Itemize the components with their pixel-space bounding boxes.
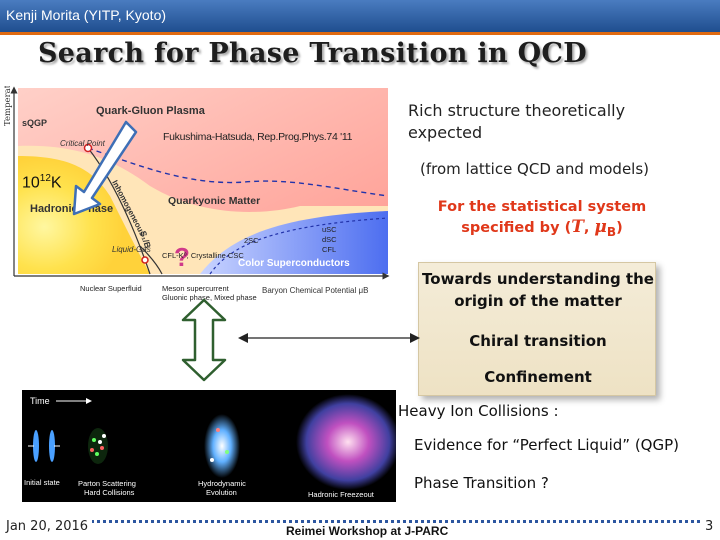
heavy-ion-text: Heavy Ion Collisions : <box>398 402 559 420</box>
origin-box: Towards understanding the origin of the … <box>418 262 656 396</box>
temperature-label: 1012K <box>22 173 62 192</box>
stage-parton-a: Parton Scattering <box>78 479 136 488</box>
color-sc-label: Color Superconductors <box>238 258 350 269</box>
connector-arrow-icon <box>236 328 422 348</box>
footer-divider <box>6 520 712 523</box>
qgp-label: Quark-Gluon Plasma <box>96 105 206 117</box>
stage-freezeout: Hadronic Freezeout <box>308 490 375 499</box>
stage-initial: Initial state <box>24 478 60 487</box>
critical-label: Critical Point <box>60 139 106 148</box>
box-line-chiral: Chiral transition <box>419 331 657 352</box>
hydro-evolution-graphic <box>204 414 240 478</box>
header-author: Kenji Morita (YITP, Kyoto) <box>6 7 166 23</box>
2sc-label: 2SC <box>244 236 259 245</box>
x-axis-label: Baryon Chemical Potential μB <box>262 286 368 295</box>
cfl-label: CFL <box>322 245 336 254</box>
box-line-2: origin of the matter <box>419 291 657 312</box>
footer-date: Jan 20, 2016 <box>6 519 92 534</box>
dsc-label: dSC <box>322 235 337 244</box>
stage-hydro-a: Hydrodynamic <box>198 479 246 488</box>
meson-label: Meson supercurrent <box>162 284 230 293</box>
statistical-system-text: For the statistical system specified by … <box>412 197 672 242</box>
usc-label: uSC <box>322 225 337 234</box>
liquid-gas-label: Liquid-Gas <box>112 245 151 254</box>
freezeout-graphic <box>296 394 396 490</box>
double-arrow-icon <box>181 298 227 382</box>
perfect-liquid-text: Evidence for “Perfect Liquid” (QGP) <box>414 436 679 454</box>
page-number: 3 <box>703 519 713 534</box>
header-divider <box>0 32 720 35</box>
phase-transition-question: Phase Transition ? <box>414 474 549 492</box>
qcd-phase-diagram: Temperature T Baryon Chemical Potential … <box>0 86 392 302</box>
stage-hydro-b: Evolution <box>206 488 237 497</box>
stage-parton-b: Hard Collisions <box>84 488 135 497</box>
cfl-line-label: CFL-K⁰, Crystalline CSC <box>162 251 244 260</box>
parton-scattering-graphic <box>88 428 108 464</box>
rich-structure-text: Rich structure theoretically expected <box>408 100 648 144</box>
time-label: Time <box>30 396 50 406</box>
nuclear-label: Nuclear Superfluid <box>80 284 142 293</box>
lattice-text: (from lattice QCD and models) <box>420 160 649 178</box>
liquid-gas-marker <box>142 257 148 263</box>
header-bar: Kenji Morita (YITP, Kyoto) <box>0 0 720 32</box>
box-line-1: Towards understanding the <box>419 269 657 290</box>
box-line-confinement: Confinement <box>419 367 657 388</box>
reference-citation: Fukushima-Hatsuda, Rep.Prog.Phys.74 '11 <box>163 131 352 143</box>
sqgp-label: sQGP <box>22 118 47 128</box>
quarkyonic-label: Quarkyonic Matter <box>168 195 260 207</box>
collision-evolution-image: Time Initial state Parton Scattering Har… <box>22 390 396 502</box>
y-axis-label: Temperature T <box>3 86 13 126</box>
footer-event: Reimei Workshop at J-PARC <box>282 524 452 538</box>
slide-title: Search for Phase Transition in QCD <box>38 38 587 69</box>
